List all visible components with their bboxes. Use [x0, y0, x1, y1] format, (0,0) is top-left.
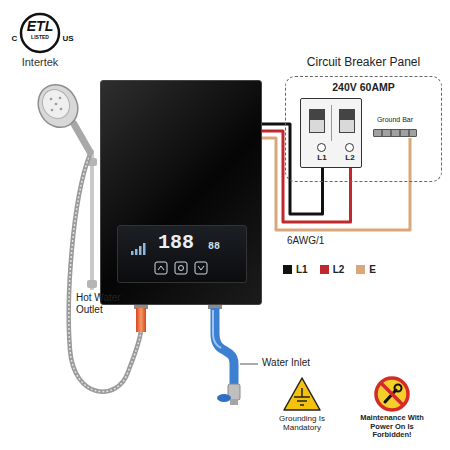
certification-mark: LISTED: [22, 35, 58, 41]
legend-item: L2: [320, 264, 345, 275]
shower-rod: [87, 150, 97, 290]
node-text: 240V 60AMP: [285, 81, 442, 93]
signal-bars: [131, 241, 147, 253]
outlet-label: Hot Water Outlet: [76, 292, 128, 315]
legend-item: L1: [283, 264, 308, 275]
etl-logo: [21, 14, 59, 52]
breaker-toggle: [309, 109, 325, 133]
ground-bar-strip: [373, 129, 417, 137]
warning-caption: Grounding Is Mandatory: [266, 414, 338, 432]
terminal: [317, 143, 326, 152]
certification-mark: C: [10, 34, 19, 43]
node-text: L1: [314, 153, 330, 162]
legend-text: E: [369, 264, 376, 275]
water-heater-unit: 18888: [100, 80, 262, 305]
warning-caption: Maintenance With Power On Is Forbidden!: [354, 414, 430, 440]
legend: L1 L2 E: [283, 264, 376, 275]
certification-mark: US: [61, 34, 75, 43]
legend-swatch: [320, 265, 329, 274]
breaker-toggle: [339, 109, 355, 133]
legend-swatch: [283, 265, 292, 274]
cold-water-pipe: [208, 303, 258, 405]
node-text: 188: [151, 231, 201, 254]
inlet-label: Water Inlet: [262, 357, 332, 369]
legend-text: L1: [296, 264, 308, 275]
circuit-breaker: L1 L2: [300, 98, 362, 168]
certifier-name: Intertek: [6, 56, 74, 69]
certification-mark: ETL: [22, 18, 58, 34]
grounding-warning-sign: [284, 378, 320, 410]
breaker-panel: L1 L2 Ground Bar Circuit Breaker Panel 240V …: [285, 56, 442, 182]
ground-bar: Ground Bar: [370, 116, 420, 138]
shower-head: [31, 77, 90, 152]
control-icons: [151, 261, 211, 275]
terminal: [345, 143, 354, 152]
no-live-maintenance-sign: [376, 378, 408, 410]
node-text: Ground Bar: [370, 116, 420, 124]
legend-text: L2: [333, 264, 345, 275]
pole-divider: [331, 105, 332, 141]
node-text: Circuit Breaker Panel: [285, 56, 442, 70]
node-text: 88: [203, 241, 225, 253]
node-text: L2: [342, 153, 358, 162]
legend-item: E: [356, 264, 376, 275]
wire-gauge: 6AWG/1: [286, 235, 325, 246]
legend-swatch: [356, 265, 365, 274]
